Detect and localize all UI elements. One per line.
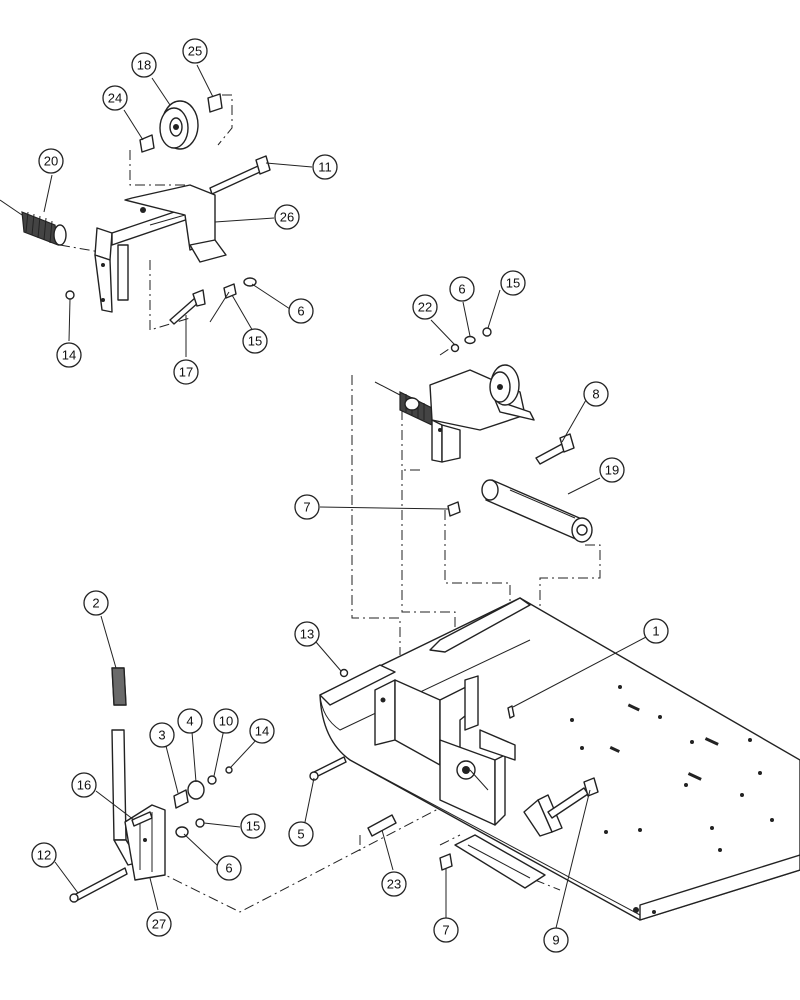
callout-23: 23 (381, 871, 407, 897)
svg-text:27: 27 (152, 917, 166, 932)
callout-15-lever: 15 (240, 813, 266, 839)
pulley-assembly (139, 93, 223, 153)
idler-arm-assembly (0, 184, 227, 313)
callout-11: 11 (312, 154, 338, 180)
svg-text:17: 17 (179, 365, 193, 380)
svg-text:2: 2 (92, 596, 99, 611)
svg-text:8: 8 (592, 387, 599, 402)
deck-plate (319, 597, 800, 921)
svg-text:7: 7 (303, 500, 310, 515)
svg-text:6: 6 (458, 282, 465, 297)
callout-7-lower-nut: 7 (433, 917, 459, 943)
callout-6-top-washer: 6 (449, 276, 475, 302)
callout-4: 4 (177, 708, 203, 734)
svg-text:6: 6 (297, 304, 304, 319)
leader-lines (43, 64, 649, 929)
callout-17: 17 (173, 359, 199, 385)
assembly-dash-lines (59, 94, 601, 913)
svg-text:14: 14 (62, 348, 76, 363)
deck-bracket (374, 675, 516, 826)
svg-text:13: 13 (300, 627, 314, 642)
callout-12: 12 (31, 842, 57, 868)
svg-text:4: 4 (186, 714, 193, 729)
svg-text:15: 15 (506, 276, 520, 291)
svg-text:5: 5 (297, 827, 304, 842)
svg-text:3: 3 (158, 728, 165, 743)
svg-text:19: 19 (605, 463, 619, 478)
svg-text:7: 7 (442, 923, 449, 938)
callout-15-top: 15 (500, 270, 526, 296)
svg-text:23: 23 (387, 877, 401, 892)
callout-8: 8 (583, 381, 609, 407)
svg-text:20: 20 (44, 154, 58, 169)
svg-text:26: 26 (280, 210, 294, 225)
spring-coil (21, 211, 67, 246)
svg-text:10: 10 (219, 714, 233, 729)
callout-16: 16 (71, 772, 97, 798)
tensioner-assembly (374, 364, 535, 463)
svg-text:14: 14 (255, 724, 269, 739)
callout-7-upper-nut: 7 (294, 494, 320, 520)
callout-24: 24 (102, 85, 128, 111)
callout-13: 13 (294, 621, 320, 647)
callout-6-lever-washer: 6 (216, 855, 242, 881)
callout-27: 27 (146, 911, 172, 937)
callout-20: 20 (38, 148, 64, 174)
svg-text:25: 25 (188, 44, 202, 59)
lever-assembly (69, 667, 233, 903)
damper-strut (481, 479, 593, 543)
svg-text:16: 16 (77, 778, 91, 793)
callout-22: 22 (412, 294, 438, 320)
callout-14-lever: 14 (249, 718, 275, 744)
svg-text:22: 22 (418, 300, 432, 315)
callout-19: 19 (599, 457, 625, 483)
callout-2: 2 (83, 590, 109, 616)
callout-18: 18 (131, 52, 157, 78)
hardware-parts (65, 155, 599, 871)
callout-5: 5 (288, 821, 314, 847)
callouts: 1 2 3 4 5 6 6 6 7 7 8 9 10 11 12 13 14 1… (31, 38, 669, 953)
svg-text:15: 15 (248, 334, 262, 349)
svg-text:11: 11 (318, 160, 332, 175)
callout-1: 1 (643, 618, 669, 644)
svg-text:15: 15 (246, 819, 260, 834)
svg-text:9: 9 (552, 933, 559, 948)
svg-text:24: 24 (108, 91, 122, 106)
svg-text:1: 1 (652, 624, 659, 639)
slide-plate (454, 834, 546, 889)
callout-26: 26 (274, 204, 300, 230)
callout-10: 10 (213, 708, 239, 734)
deck-holes (570, 685, 774, 914)
svg-text:18: 18 (137, 58, 151, 73)
svg-text:12: 12 (37, 848, 51, 863)
callout-15-left: 15 (242, 328, 268, 354)
callout-14-left: 14 (56, 342, 82, 368)
callout-3: 3 (149, 722, 175, 748)
svg-text:6: 6 (225, 861, 232, 876)
callout-9: 9 (543, 927, 569, 953)
callout-25: 25 (182, 38, 208, 64)
callout-6-left-washer: 6 (288, 298, 314, 324)
